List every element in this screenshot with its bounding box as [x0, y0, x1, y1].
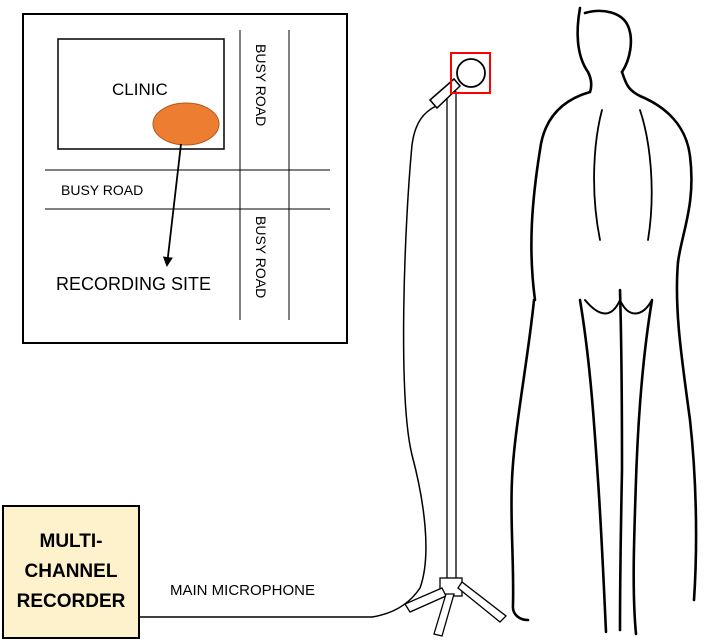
right-arm-outline	[675, 260, 698, 602]
site-map: CLINIC BUSY ROAD BUSY ROAD BUSY ROAD REC…	[22, 13, 348, 344]
stand-pole	[446, 91, 457, 583]
clinic-label: CLINIC	[112, 80, 168, 99]
road-label-horizontal: BUSY ROAD	[61, 182, 143, 198]
microphone-handle	[428, 77, 462, 110]
torso-right-outline	[620, 70, 693, 264]
head-left-outline	[576, 6, 593, 94]
road-label-vertical-top: BUSY ROAD	[253, 44, 269, 126]
back-contour	[593, 109, 603, 241]
inner-leg-line	[618, 288, 624, 632]
recording-site-marker	[152, 102, 220, 146]
site-arrow	[162, 143, 182, 267]
microphone-stand	[404, 91, 507, 637]
tripod-leg-left	[404, 587, 447, 613]
microphone-capsule	[456, 58, 486, 88]
left-leg-outline	[578, 298, 608, 634]
human-figure	[510, 6, 698, 636]
microphone-cable	[140, 105, 437, 618]
buttock-line	[584, 299, 653, 315]
microphone-highlight-box	[450, 52, 491, 94]
tripod-leg-front	[433, 593, 455, 637]
recorder-label: MULTI- CHANNEL RECORDER	[16, 531, 126, 612]
microphone	[428, 52, 491, 110]
multi-channel-recorder: MULTI- CHANNEL RECORDER	[2, 505, 140, 639]
head-outline	[583, 9, 633, 74]
torso-left-outline	[530, 90, 592, 302]
recording-site-label: RECORDING SITE	[56, 274, 211, 294]
main-microphone-label: MAIN MICROPHONE	[170, 582, 315, 599]
right-leg-outline	[632, 298, 654, 636]
back-contour	[639, 109, 653, 241]
left-arm-outline	[510, 298, 536, 622]
road-label-vertical-bottom: BUSY ROAD	[253, 216, 269, 298]
tripod-leg-right	[457, 581, 507, 623]
